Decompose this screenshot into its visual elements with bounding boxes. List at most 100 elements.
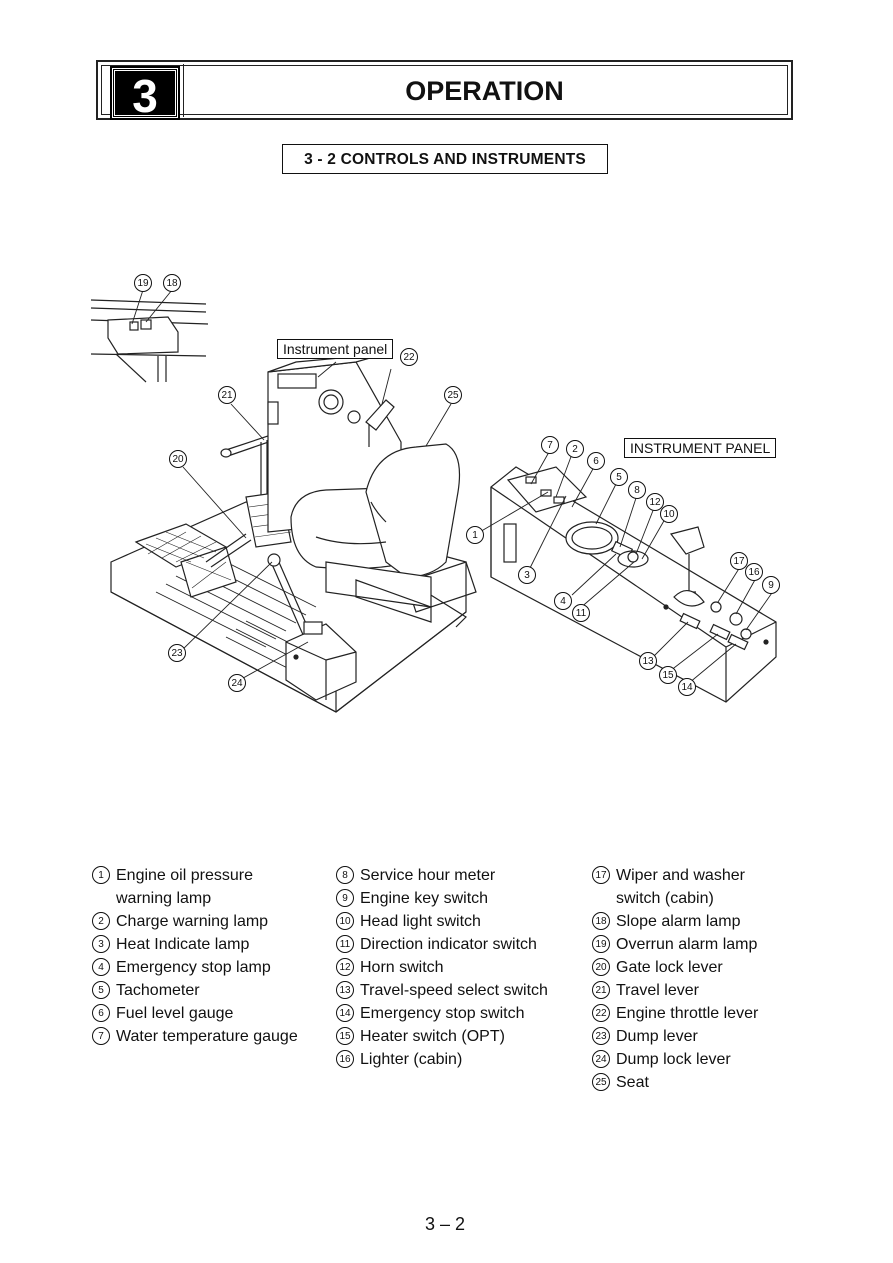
- leader-lines: [131, 289, 775, 684]
- legend-text: Travel lever: [616, 982, 699, 999]
- legend-item-10: 10 Head light switch: [336, 910, 548, 933]
- legend-item-23: 23 Dump lever: [592, 1025, 758, 1048]
- legend-text: Fuel level gauge: [116, 1005, 234, 1022]
- legend-item-7: 7 Water temperature gauge: [92, 1025, 298, 1048]
- callout-14: 14: [678, 678, 696, 696]
- legend-item-2: 2 Charge warning lamp: [92, 910, 298, 933]
- callout-7: 7: [541, 436, 559, 454]
- legend-text: Head light switch: [360, 913, 481, 930]
- legend-text: Slope alarm lamp: [616, 913, 741, 930]
- pedal-assembly: [134, 523, 237, 598]
- legend-column-1: 1 Engine oil pressure warning lamp 2 Cha…: [92, 864, 298, 1048]
- legend-text: Engine throttle lever: [616, 1005, 759, 1022]
- instrument-panel-label: Instrument panel: [277, 339, 394, 359]
- legend-number: 14: [336, 1004, 354, 1022]
- legend-text: Tachometer: [116, 982, 200, 999]
- callout-5: 5: [610, 468, 628, 486]
- legend-item-22: 22 Engine throttle lever: [592, 1002, 758, 1025]
- controls-drawing: [90, 289, 777, 713]
- legend-number: 20: [592, 958, 610, 976]
- legend-number: 4: [92, 958, 110, 976]
- legend-text: Dump lock lever: [616, 1051, 731, 1068]
- controls-illustration: Instrument panel INSTRUMENT PANEL 19 18 …: [86, 262, 806, 722]
- legend-column-3: 17 Wiper and washer switch (cabin) 18 Sl…: [592, 864, 758, 1094]
- callout-23: 23: [168, 644, 186, 662]
- legend-item-11: 11 Direction indicator switch: [336, 933, 548, 956]
- legend-number: 17: [592, 866, 610, 884]
- legend-text: Gate lock lever: [616, 959, 723, 976]
- legend-text: Emergency stop lamp: [116, 959, 271, 976]
- legend-text: Wiper and washer: [616, 867, 745, 884]
- legend-number: 11: [336, 935, 354, 953]
- legend-text: Travel-speed select switch: [360, 982, 548, 999]
- callout-21: 21: [218, 386, 236, 404]
- legend-number: 23: [592, 1027, 610, 1045]
- legend-item-19: 19 Overrun alarm lamp: [592, 933, 758, 956]
- callout-15: 15: [659, 666, 677, 684]
- header-divider: [183, 64, 184, 117]
- callout-9: 9: [762, 576, 780, 594]
- inset-cabin-ceiling: [90, 299, 209, 383]
- callout-6: 6: [587, 452, 605, 470]
- callout-19: 19: [134, 274, 152, 292]
- legend-item-25: 25 Seat: [592, 1071, 758, 1094]
- legend-number: 18: [592, 912, 610, 930]
- legend-number: 8: [336, 866, 354, 884]
- legend-item-5: 5 Tachometer: [92, 979, 298, 1002]
- legend-item-13: 13 Travel-speed select switch: [336, 979, 548, 1002]
- legend-number: 1: [92, 866, 110, 884]
- legend-text: Heater switch (OPT): [360, 1028, 505, 1045]
- legend-number: 9: [336, 889, 354, 907]
- right-panel-drawing: [490, 466, 777, 703]
- legend-text: Heat Indicate lamp: [116, 936, 250, 953]
- callout-12: 12: [646, 493, 664, 511]
- legend-item-6: 6 Fuel level gauge: [92, 1002, 298, 1025]
- legend-item-8: 8 Service hour meter: [336, 864, 548, 887]
- legend-text: Direction indicator switch: [360, 936, 537, 953]
- legend-text: Dump lever: [616, 1028, 698, 1045]
- callout-11: 11: [572, 604, 590, 622]
- legend-number: 7: [92, 1027, 110, 1045]
- callout-3: 3: [518, 566, 536, 584]
- legend-number: 6: [92, 1004, 110, 1022]
- legend-item-18: 18 Slope alarm lamp: [592, 910, 758, 933]
- legend-item-21: 21 Travel lever: [592, 979, 758, 1002]
- callout-17: 17: [730, 552, 748, 570]
- legend-continuation: switch (cabin): [616, 890, 714, 907]
- legend-item-16: 16 Lighter (cabin): [336, 1048, 548, 1071]
- legend-item-3: 3 Heat Indicate lamp: [92, 933, 298, 956]
- legend-number: 13: [336, 981, 354, 999]
- callout-13: 13: [639, 652, 657, 670]
- legend-text: Engine oil pressure: [116, 867, 253, 884]
- legend-item-1: 1 Engine oil pressure: [92, 864, 298, 887]
- callout-18: 18: [163, 274, 181, 292]
- callout-25: 25: [444, 386, 462, 404]
- legend-number: 2: [92, 912, 110, 930]
- instrument-panel-caps-label: INSTRUMENT PANEL: [624, 438, 777, 458]
- legend-number: 12: [336, 958, 354, 976]
- chapter-header-frame: [96, 60, 793, 120]
- legend-text: Overrun alarm lamp: [616, 936, 758, 953]
- legend-text: Charge warning lamp: [116, 913, 269, 930]
- section-title: 3 - 2 CONTROLS AND INSTRUMENTS: [282, 144, 608, 174]
- chapter-title: OPERATION: [405, 76, 564, 106]
- legend-number: 5: [92, 981, 110, 999]
- legend-number: 22: [592, 1004, 610, 1022]
- callout-4: 4: [554, 592, 572, 610]
- legend-text: Emergency stop switch: [360, 1005, 525, 1022]
- page-number: 3 – 2: [424, 1214, 466, 1234]
- legend-number: 21: [592, 981, 610, 999]
- dump-lever-drawing: [267, 553, 357, 701]
- callout-20: 20: [169, 450, 187, 468]
- chapter-number-badge: 3: [110, 66, 180, 121]
- callout-24: 24: [228, 674, 246, 692]
- legend-text: Water temperature gauge: [116, 1028, 298, 1045]
- legend-number: 10: [336, 912, 354, 930]
- legend-item-14: 14 Emergency stop switch: [336, 1002, 548, 1025]
- legend-number: 15: [336, 1027, 354, 1045]
- legend-text: Horn switch: [360, 959, 444, 976]
- legend-continuation: warning lamp: [116, 890, 212, 907]
- legend-column-2: 8 Service hour meter 9 Engine key switch…: [336, 864, 548, 1071]
- callout-8: 8: [628, 481, 646, 499]
- legend-number: 24: [592, 1050, 610, 1068]
